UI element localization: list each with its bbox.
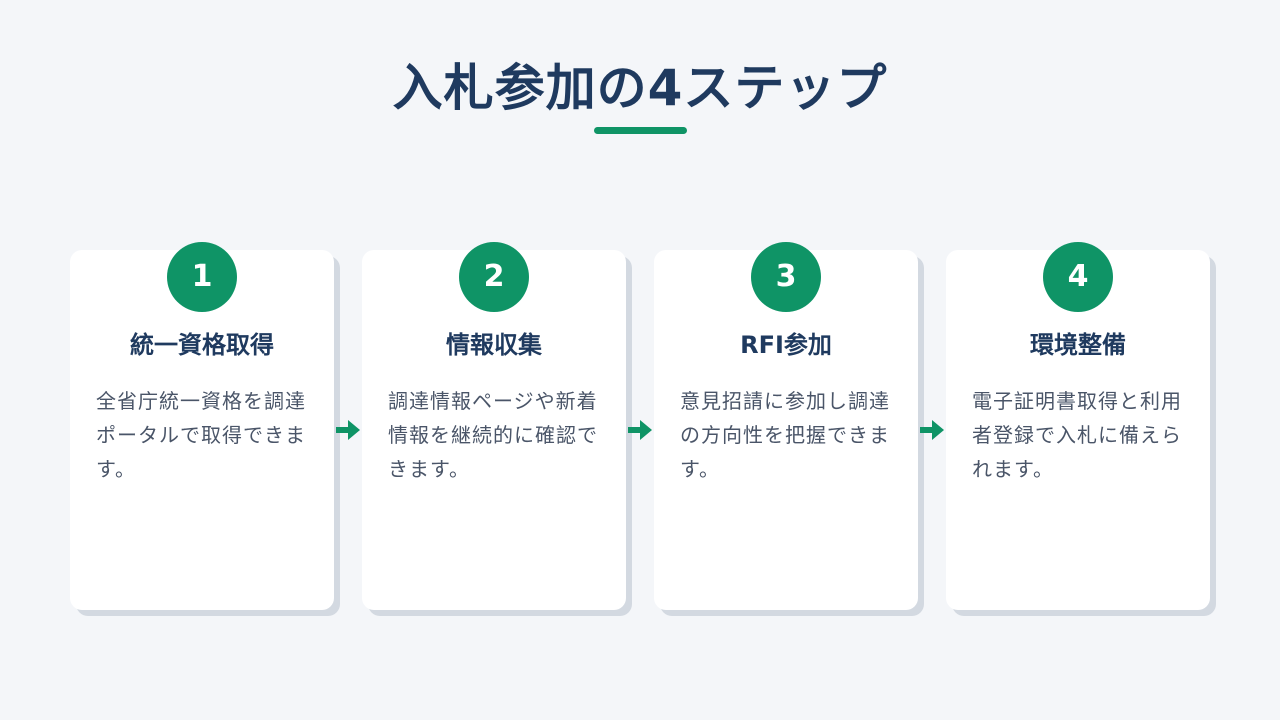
step-title: 統一資格取得: [130, 331, 274, 359]
step-description: 全省庁統一資格を調達ポータルで取得できます。: [96, 389, 306, 481]
step-card-1: 1 統一資格取得 全省庁統一資格を調達ポータルで取得できます。: [70, 242, 334, 610]
step-title: 環境整備: [1030, 331, 1126, 359]
right-arrow-icon: [920, 420, 944, 440]
step-card-4: 4 環境整備 電子証明書取得と利用者登録で入札に備えられます。: [946, 242, 1210, 610]
step-number-badge: 2: [459, 242, 529, 312]
step-title: 情報収集: [446, 331, 542, 359]
page-title: 入札参加の4ステップ: [392, 59, 888, 117]
right-arrow-icon: [336, 420, 360, 440]
step-number-badge: 4: [1043, 242, 1113, 312]
title-underline: [594, 127, 687, 134]
step-number-badge: 3: [751, 242, 821, 312]
step-card-2: 2 情報収集 調達情報ページや新着情報を継続的に確認できます。: [362, 242, 626, 610]
step-description: 意見招請に参加し調達の方向性を把握できます。: [680, 389, 890, 481]
step-number-badge: 1: [167, 242, 237, 312]
step-title: RFI参加: [740, 331, 832, 359]
step-description: 電子証明書取得と利用者登録で入札に備えられます。: [972, 389, 1182, 481]
step-card-3: 3 RFI参加 意見招請に参加し調達の方向性を把握できます。: [654, 242, 918, 610]
right-arrow-icon: [628, 420, 652, 440]
step-description: 調達情報ページや新着情報を継続的に確認できます。: [388, 389, 598, 481]
